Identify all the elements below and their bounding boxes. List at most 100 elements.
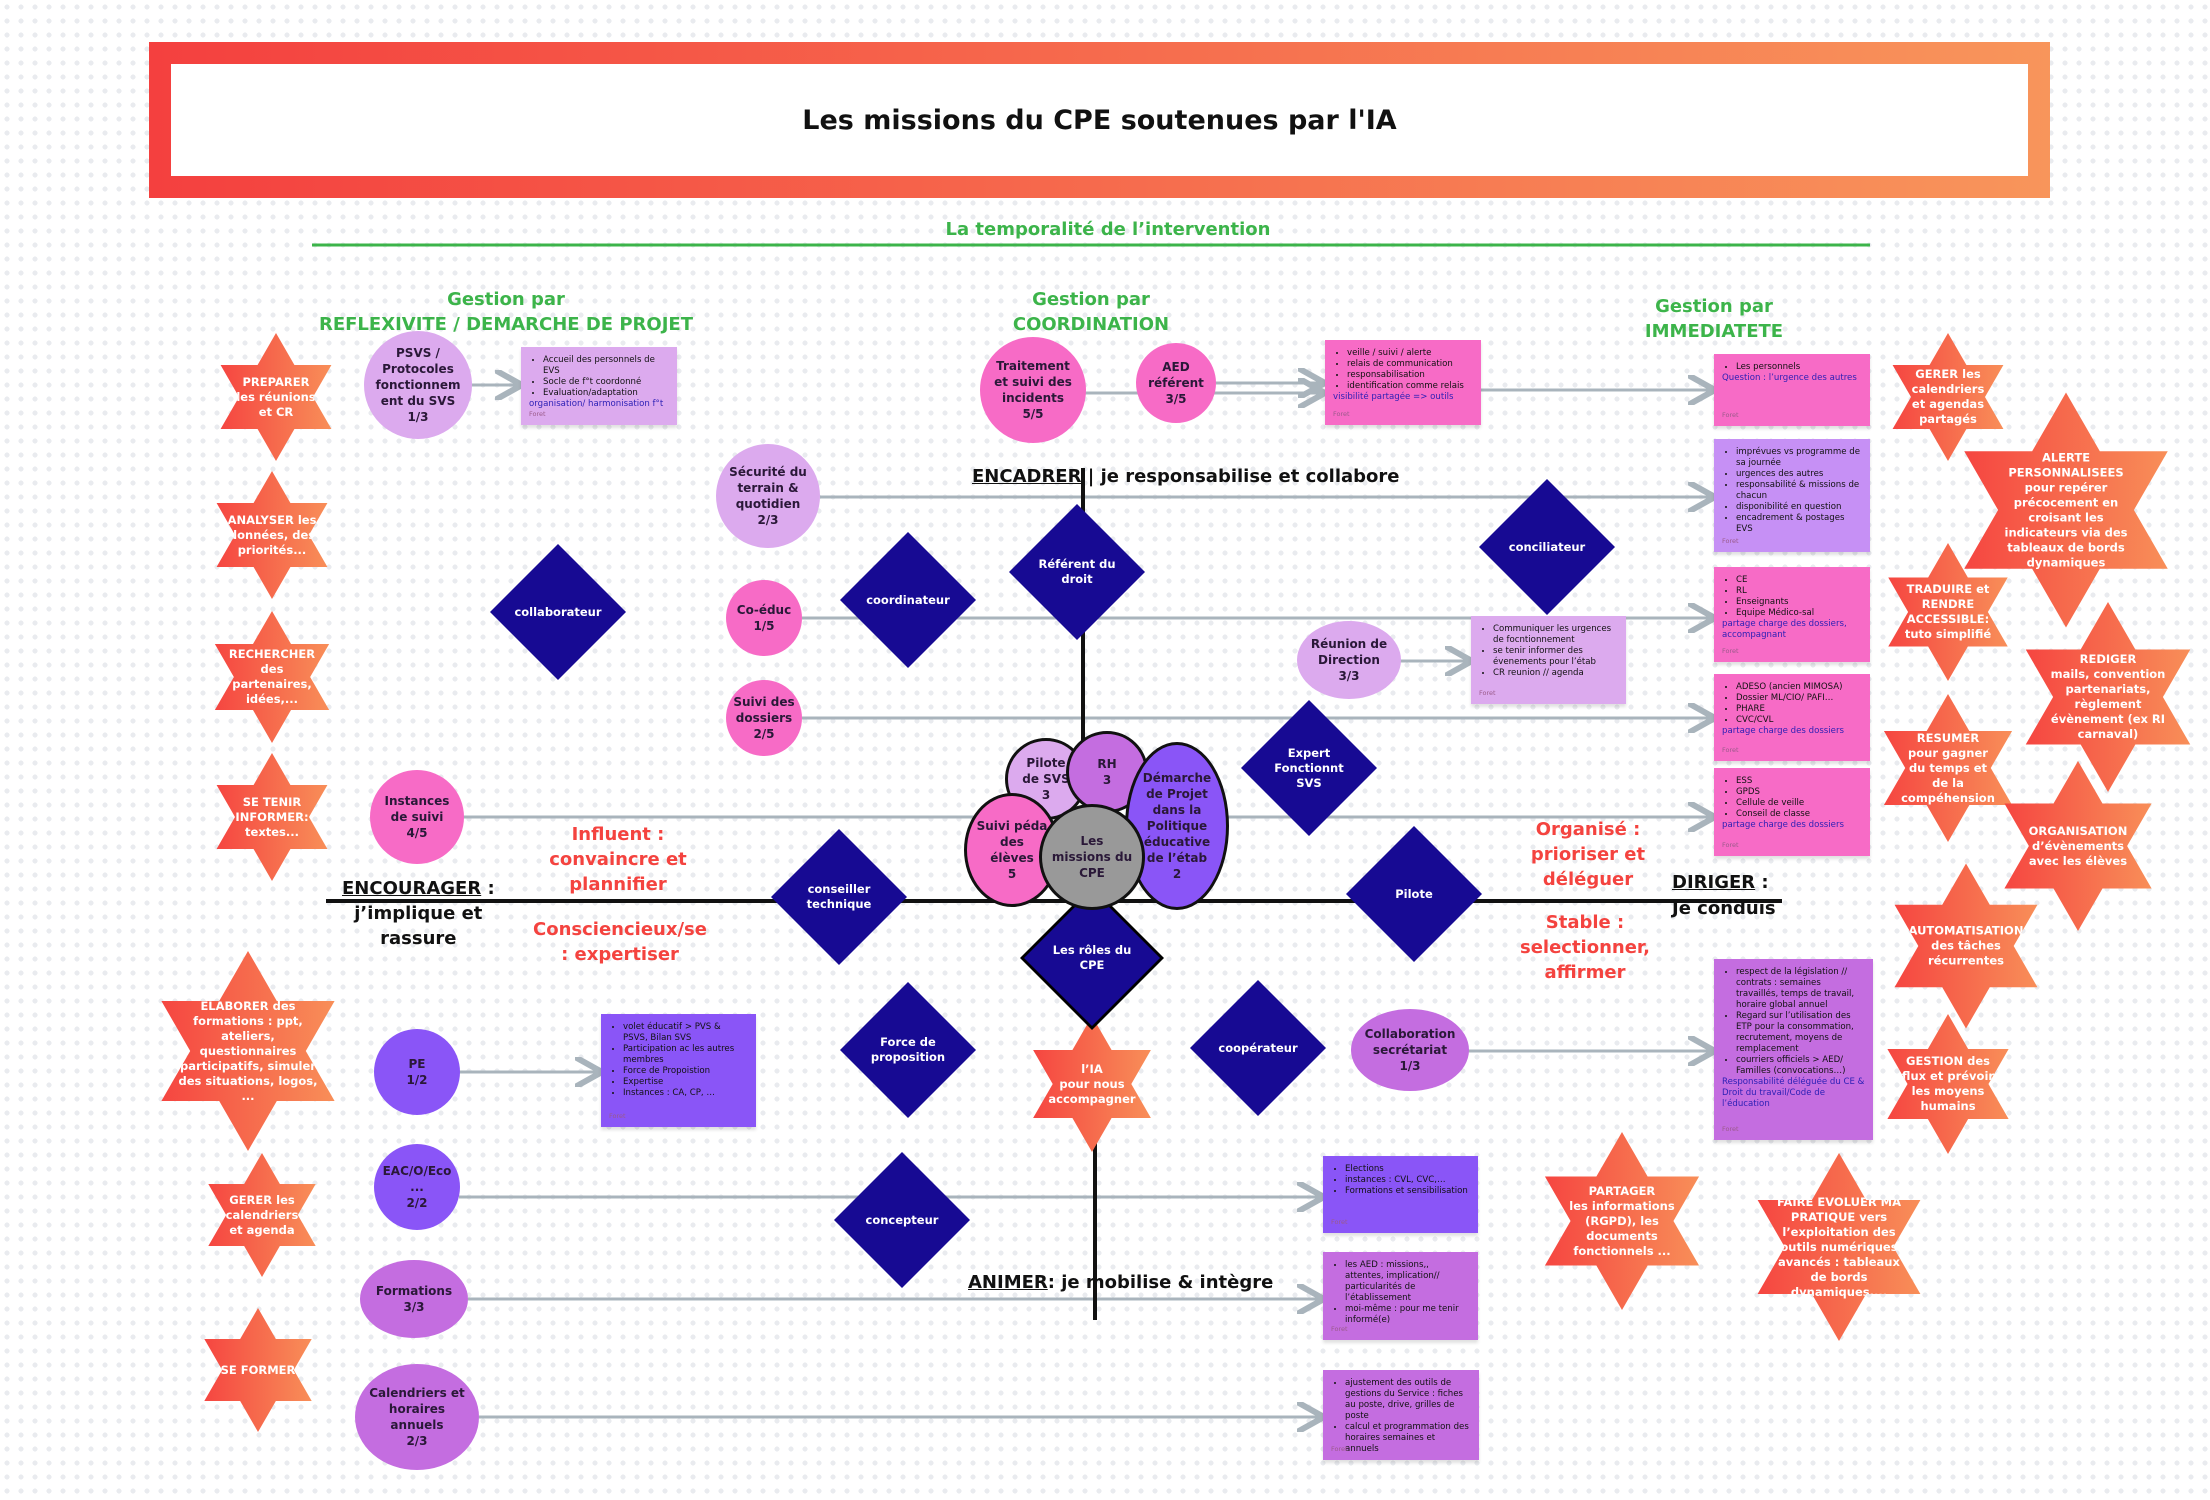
star-label: PREPARER les réunions et CR	[236, 374, 316, 419]
note-list: les AED : missions,, attentes, implicati…	[1331, 1260, 1470, 1326]
mission-circle[interactable]: Traitement et suivi des incidents 5/5	[980, 337, 1086, 443]
sticky-note[interactable]: ESSGPDSCellule de veilleConseil de class…	[1714, 768, 1870, 856]
note-list: Les personnels	[1722, 362, 1862, 373]
axis-key: ENCOURAGER	[342, 878, 482, 899]
sticky-note[interactable]: ADESO (ancien MIMOSA)Dossier ML/CIO/ PAF…	[1714, 674, 1870, 761]
sticky-note[interactable]: veille / suivi / alerterelais de communi…	[1325, 340, 1481, 425]
axis-diriger: DIRIGER : Je conduis	[1672, 870, 1776, 922]
sticky-note[interactable]: imprévues vs programme de sa journéeurge…	[1714, 439, 1870, 552]
note-list: ESSGPDSCellule de veilleConseil de class…	[1722, 776, 1862, 820]
note-list: Communiquer les urgences de focntionneme…	[1479, 624, 1618, 679]
diamond-label: concepteur	[865, 1212, 939, 1227]
note-item: CR reunion // agenda	[1493, 668, 1618, 679]
sticky-note[interactable]: ajustement des outils de gestions du Ser…	[1323, 1370, 1479, 1460]
mission-circle[interactable]: PSVS / Protocoles fonctionnem ent du SVS…	[364, 331, 472, 439]
mission-circle[interactable]: Collaboration secrétariat 1/3	[1351, 1009, 1469, 1091]
quality-consciencieux: Consciencieux/se : expertiser	[533, 919, 707, 965]
header-line2: IMMEDIATETE	[1644, 321, 1784, 342]
mission-circle[interactable]: EAC/O/Eco ... 2/2	[374, 1144, 460, 1230]
note-item: Expertise	[623, 1077, 748, 1088]
diamond-label: coopérateur	[1218, 1040, 1298, 1055]
header-line1: Gestion par	[1655, 296, 1773, 317]
circle-label: PE 1/2	[406, 1057, 428, 1087]
sticky-note[interactable]: les AED : missions,, attentes, implicati…	[1323, 1252, 1478, 1340]
mission-circle[interactable]: Formations 3/3	[360, 1260, 468, 1338]
star-label: FAIRE EVOLUER MA PRATIQUE vers l’exploit…	[1776, 1194, 1902, 1299]
note-item: Evaluation/adaptation	[543, 388, 669, 399]
sticky-note[interactable]: CERLEnseignantsEquipe Médico-salpartage …	[1714, 567, 1870, 662]
sticky-note[interactable]: volet éducatif > PVS & PSVS, Bilan SVSPa…	[601, 1014, 756, 1127]
cluster-label: Les missions du CPE	[1051, 834, 1133, 880]
note-item: Dossier ML/CIO/ PAFI…	[1736, 693, 1862, 704]
mission-circle[interactable]: Instances de suivi 4/5	[370, 770, 464, 864]
note-item: les AED : missions,, attentes, implicati…	[1345, 1260, 1470, 1304]
note-item: Enseignants	[1736, 597, 1862, 608]
axis-text: :	[1755, 872, 1769, 893]
quality-stable: Stable : selectionner, affirmer	[1519, 912, 1651, 983]
header-line1: Gestion par	[1032, 289, 1150, 310]
axis-key: ENCADRER	[972, 466, 1082, 487]
header-coordination: Gestion par COORDINATION	[891, 287, 1291, 337]
note-item: ADESO (ancien MIMOSA)	[1736, 682, 1862, 693]
circle-label: Calendriers et horaires annuels 2/3	[369, 1386, 465, 1448]
note-item: encadrement & postages EVS	[1736, 513, 1862, 535]
star-label: AUTOMATISATION des tâches récurrentes	[1908, 923, 2024, 968]
note-item: ajustement des outils de gestions du Ser…	[1345, 1378, 1471, 1422]
mission-circle[interactable]: Sécurité du terrain & quotidien 2/3	[716, 444, 820, 548]
star-label: PARTAGER les informations (RGPD), les do…	[1569, 1183, 1675, 1258]
circle-label: Sécurité du terrain & quotidien 2/3	[729, 465, 807, 527]
mission-circle[interactable]: Calendriers et horaires annuels 2/3	[355, 1364, 479, 1470]
mission-circle[interactable]: Co-éduc 1/5	[726, 580, 802, 656]
note-item: moi-même : pour me tenir informé(e)	[1345, 1304, 1470, 1326]
sticky-note[interactable]: Accueil des personnels de EVSSocle de f°…	[521, 347, 677, 425]
axis-text: : je mobilise & intègre	[1047, 1272, 1274, 1293]
diamond-label: Expert Fonctionnt SVS	[1274, 745, 1344, 790]
note-author: Foret	[1331, 1218, 1348, 1226]
star-label: l’IA pour nous accompagner	[1048, 1061, 1136, 1106]
header-line2: COORDINATION	[1012, 314, 1170, 335]
star-label: ORGANISATION d’évènements avec les élève…	[2028, 823, 2128, 868]
note-item: respect de la législation // contrats : …	[1736, 967, 1865, 1011]
star-label: RESUMER pour gagner du temps et de la co…	[1901, 730, 1995, 805]
header-line1: Gestion par	[447, 289, 565, 310]
diamond-label: Force de proposition	[870, 1035, 946, 1064]
note-item: CE	[1736, 575, 1862, 586]
sticky-note[interactable]: respect de la législation // contrats : …	[1714, 959, 1873, 1140]
star-label: TRADUIRE et RENDRE ACCESSIBLE: tuto simp…	[1904, 582, 1992, 641]
note-list: respect de la législation // contrats : …	[1722, 967, 1865, 1077]
cluster-label: Pilote de SVS 3	[1022, 756, 1070, 802]
note-item: imprévues vs programme de sa journée	[1736, 447, 1862, 469]
diamond-label: conciliateur	[1508, 539, 1586, 554]
note-item: RL	[1736, 586, 1862, 597]
star-label: GERER les calendriers et agenda	[225, 1192, 299, 1237]
note-list: veille / suivi / alerterelais de communi…	[1333, 348, 1473, 392]
star-label: RECHERCHER des partenaires, idées,...	[228, 647, 316, 706]
note-extra: Responsabilité déléguée du CE & Droit du…	[1722, 1077, 1865, 1109]
axis-key: DIRIGER	[1672, 872, 1756, 893]
note-item: GPDS	[1736, 787, 1862, 798]
mission-circle[interactable]: Réunion de Direction 3/3	[1297, 621, 1401, 699]
note-extra: Question : l’urgence des autres	[1722, 373, 1857, 383]
mission-circle[interactable]: PE 1/2	[374, 1029, 460, 1115]
mission-circle[interactable]: AED référent 3/5	[1136, 343, 1216, 423]
axis-text: rassure	[380, 928, 457, 949]
note-author: Foret	[1331, 1445, 1348, 1453]
circle-label: Co-éduc 1/5	[736, 603, 792, 633]
axis-encadrer: ENCADRER | je responsabilise et collabor…	[972, 466, 1399, 487]
diamond-label: Les rôles du CPE	[1052, 943, 1132, 972]
diamond-label: conseiller technique	[806, 882, 872, 911]
note-extra: organisation/ harmonisation f°t	[529, 399, 664, 409]
sticky-note[interactable]: Electionsinstances : CVL, CVC,…Formation…	[1323, 1156, 1478, 1233]
mission-circle[interactable]: Suivi des dossiers 2/5	[726, 680, 802, 756]
sticky-note[interactable]: Communiquer les urgences de focntionneme…	[1471, 616, 1626, 704]
note-item: Les personnels	[1736, 362, 1862, 373]
cluster-circle[interactable]: Démarche de Projet dans la Politique édu…	[1125, 742, 1229, 910]
cluster-label: Démarche de Projet dans la Politique édu…	[1142, 771, 1212, 881]
header-line2: REFLEXIVITE / DEMARCHE DE PROJET	[318, 314, 693, 335]
note-item: urgences des autres	[1736, 469, 1862, 480]
note-item: Participation ac les autres membres	[623, 1044, 748, 1066]
central-missions-circle[interactable]: Les missions du CPE	[1039, 804, 1145, 910]
page-title: Les missions du CPE soutenues par l'IA	[802, 104, 1397, 136]
note-author: Foret	[1722, 746, 1739, 754]
